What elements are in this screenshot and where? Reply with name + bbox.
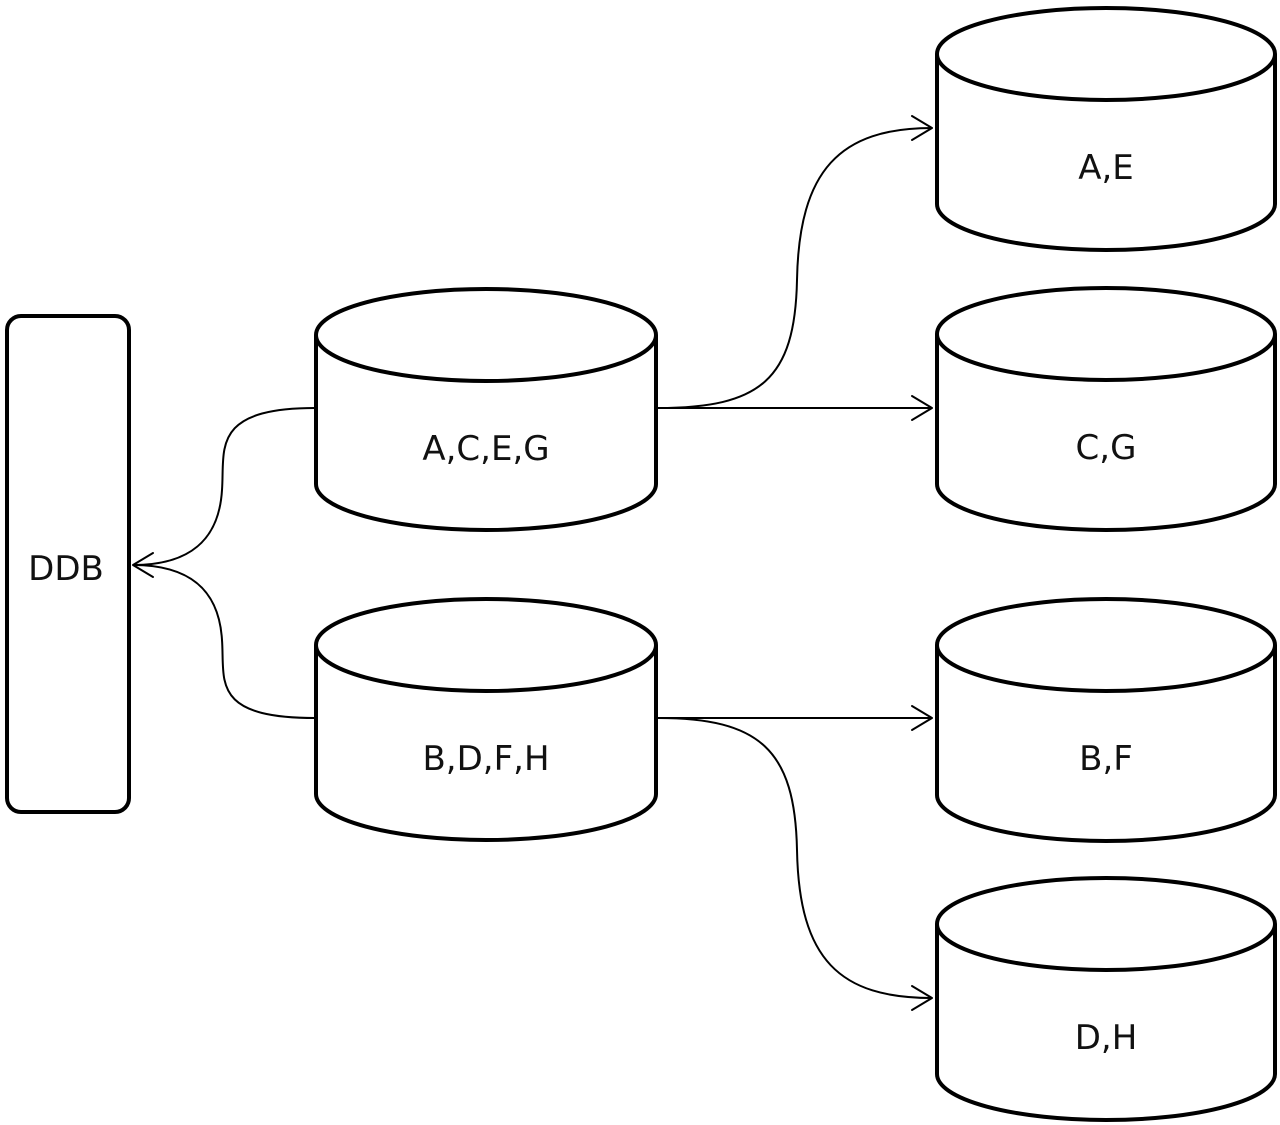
node-dh[interactable]: D,H xyxy=(935,876,1277,1122)
node-label-ddb: DDB xyxy=(28,549,104,589)
node-aceg[interactable]: A,C,E,G xyxy=(314,287,658,532)
cylinder-top-bf xyxy=(935,597,1277,693)
arrowhead-aceg-to-ae xyxy=(911,115,933,141)
cylinder-body-aceg xyxy=(314,335,658,532)
node-label-cg: C,G xyxy=(1076,428,1137,468)
cylinder-top-cg xyxy=(935,286,1277,382)
node-label-aceg: A,C,E,G xyxy=(422,429,549,469)
cylinder-body-dh xyxy=(935,924,1277,1122)
edge-bdfh-to-ddb[interactable] xyxy=(132,564,316,719)
node-bf[interactable]: B,F xyxy=(935,597,1277,843)
node-ae[interactable]: A,E xyxy=(935,6,1277,252)
edge-aceg-to-ddb[interactable] xyxy=(132,407,316,566)
node-label-dh: D,H xyxy=(1075,1018,1138,1058)
edge-aceg-to-ae[interactable] xyxy=(657,127,933,409)
cylinder-body-ae xyxy=(935,54,1277,252)
edges xyxy=(132,115,933,1011)
node-label-ae: A,E xyxy=(1078,148,1134,188)
node-label-bf: B,F xyxy=(1079,739,1133,779)
arrowhead-bdfh-to-bf xyxy=(911,705,933,731)
arrowhead-aceg-to-cg xyxy=(911,395,933,421)
node-bdfh[interactable]: B,D,F,H xyxy=(314,597,658,842)
edge-bdfh-to-dh[interactable] xyxy=(657,717,933,999)
arrowhead-bdfh-to-dh xyxy=(911,985,933,1011)
node-ddb[interactable]: DDB xyxy=(5,314,131,814)
cylinder-body-bf xyxy=(935,645,1277,843)
cylinder-top-dh xyxy=(935,876,1277,972)
node-label-bdfh: B,D,F,H xyxy=(422,739,549,779)
node-cg[interactable]: C,G xyxy=(935,286,1277,532)
cylinder-body-cg xyxy=(935,334,1277,532)
cylinder-top-ae xyxy=(935,6,1277,102)
cylinder-top-bdfh xyxy=(314,597,658,693)
cylinder-body-bdfh xyxy=(314,645,658,842)
ddb-box xyxy=(5,314,131,814)
cylinder-top-aceg xyxy=(314,287,658,383)
